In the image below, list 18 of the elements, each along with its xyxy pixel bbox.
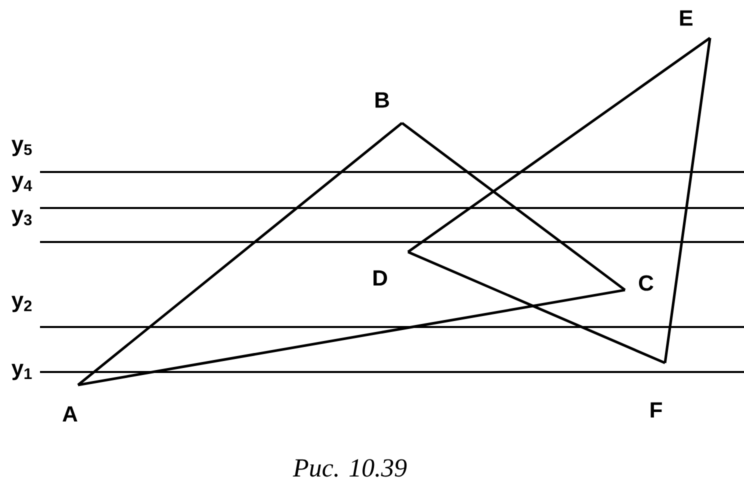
vertex-label: F (650, 402, 662, 418)
triangle-side (407, 36, 711, 254)
line-label: y$_{3}$ (12, 210, 32, 226)
triangle-side (664, 38, 712, 364)
line-label: y$_{5}$ (12, 140, 32, 156)
vertex-label: D (374, 270, 388, 286)
line-label: y$_{2}$ (12, 296, 32, 312)
triangle-side (401, 122, 626, 292)
vertex-label: C (638, 275, 654, 291)
caption: Рис. 10.39 (292, 459, 407, 477)
vertex-label: E (680, 10, 692, 26)
vertex-label: A (62, 406, 78, 422)
line-label: y$_{4}$ (12, 176, 32, 192)
triangle-side (78, 288, 626, 386)
vertex-label: B (376, 92, 389, 108)
triangle-side (408, 250, 666, 364)
line-label: y$_{1}$ (12, 364, 32, 380)
triangle-side (77, 122, 403, 386)
